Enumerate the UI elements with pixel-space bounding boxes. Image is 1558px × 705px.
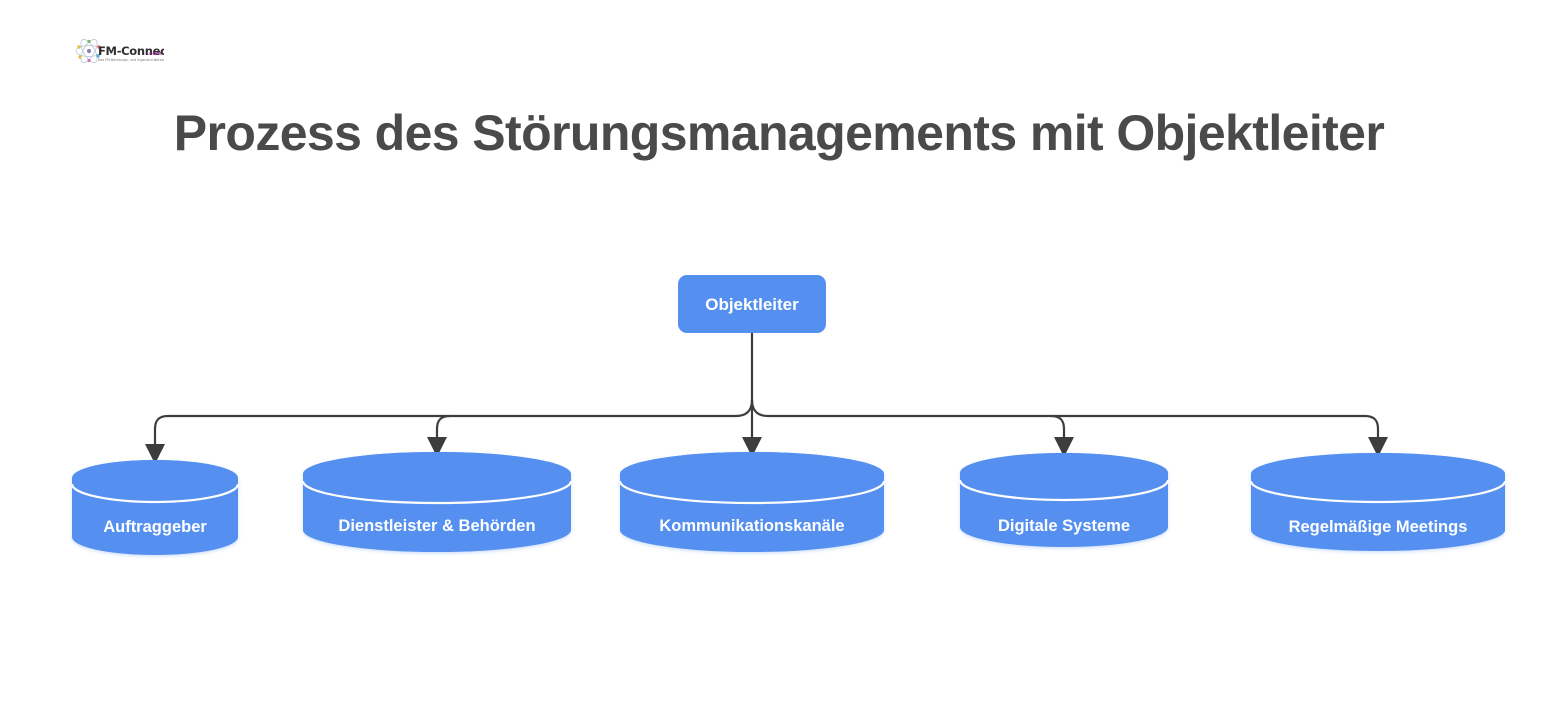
node-objektleiter-shape[interactable] <box>678 275 826 333</box>
arrowhead-kommunikationskanaele <box>742 437 762 457</box>
page-title: Prozess des Störungsmanagements mit Obje… <box>173 105 1385 161</box>
node-regelmaessige-meetings[interactable] <box>1249 453 1507 551</box>
node-regelmaessige-meetings-rim <box>1249 480 1507 504</box>
fm-connect-logo: FM-Connect .com Das FM-Beratungs- und In… <box>72 38 164 72</box>
node-dienstleister-behoerden-rim <box>301 480 573 505</box>
node-auftraggeber-label: Auftraggeber <box>103 518 207 536</box>
node-kommunikationskanaele[interactable] <box>618 452 886 552</box>
arrowhead-auftraggeber <box>145 444 165 464</box>
node-regelmaessige-meetings-label: Regelmäßige Meetings <box>1289 518 1468 536</box>
connector-group <box>145 333 1388 464</box>
node-regelmaessige-meetings-top <box>1251 453 1505 495</box>
logo-domain-suffix: .com <box>147 51 162 57</box>
node-dienstleister-behoerden-top <box>303 452 571 496</box>
edge-drop-digitale-systeme <box>1050 414 1066 452</box>
edge-drop-dienstleister <box>435 414 451 452</box>
node-objektleiter[interactable]: Objektleiter <box>678 275 826 333</box>
logo-wordmark: FM-Connect <box>98 44 164 58</box>
node-kommunikationskanaele-top <box>620 452 884 496</box>
logo-tagline: Das FM-Beratungs- und Ingenieur-Netzwerk <box>98 58 164 62</box>
node-auftraggeber[interactable] <box>70 460 240 555</box>
node-digitale-systeme-top <box>960 453 1168 493</box>
arrowhead-regelmaessige-meetings <box>1368 437 1388 457</box>
node-dienstleister-behoerden-label: Dienstleister & Behörden <box>338 517 535 535</box>
node-digitale-systeme-label: Digitale Systeme <box>998 517 1130 535</box>
logo-svg: FM-Connect .com Das FM-Beratungs- und In… <box>75 38 164 64</box>
node-digitale-systeme[interactable] <box>958 453 1170 547</box>
node-objektleiter-label: Objektleiter <box>705 295 799 314</box>
node-dienstleister-behoerden[interactable] <box>301 452 573 552</box>
node-kommunikationskanaele-label: Kommunikationskanäle <box>659 517 844 535</box>
node-kommunikationskanaele-rim <box>618 480 886 505</box>
arrowhead-digitale-systeme <box>1054 437 1074 457</box>
node-digitale-systeme-rim <box>958 479 1170 502</box>
edge-bus-left <box>153 399 754 452</box>
node-auftraggeber-rim <box>70 483 240 504</box>
arrowhead-dienstleister <box>427 437 447 457</box>
node-auftraggeber-top <box>72 460 238 496</box>
edge-bus-right <box>750 399 1380 452</box>
logo-atom-icon <box>75 38 103 64</box>
